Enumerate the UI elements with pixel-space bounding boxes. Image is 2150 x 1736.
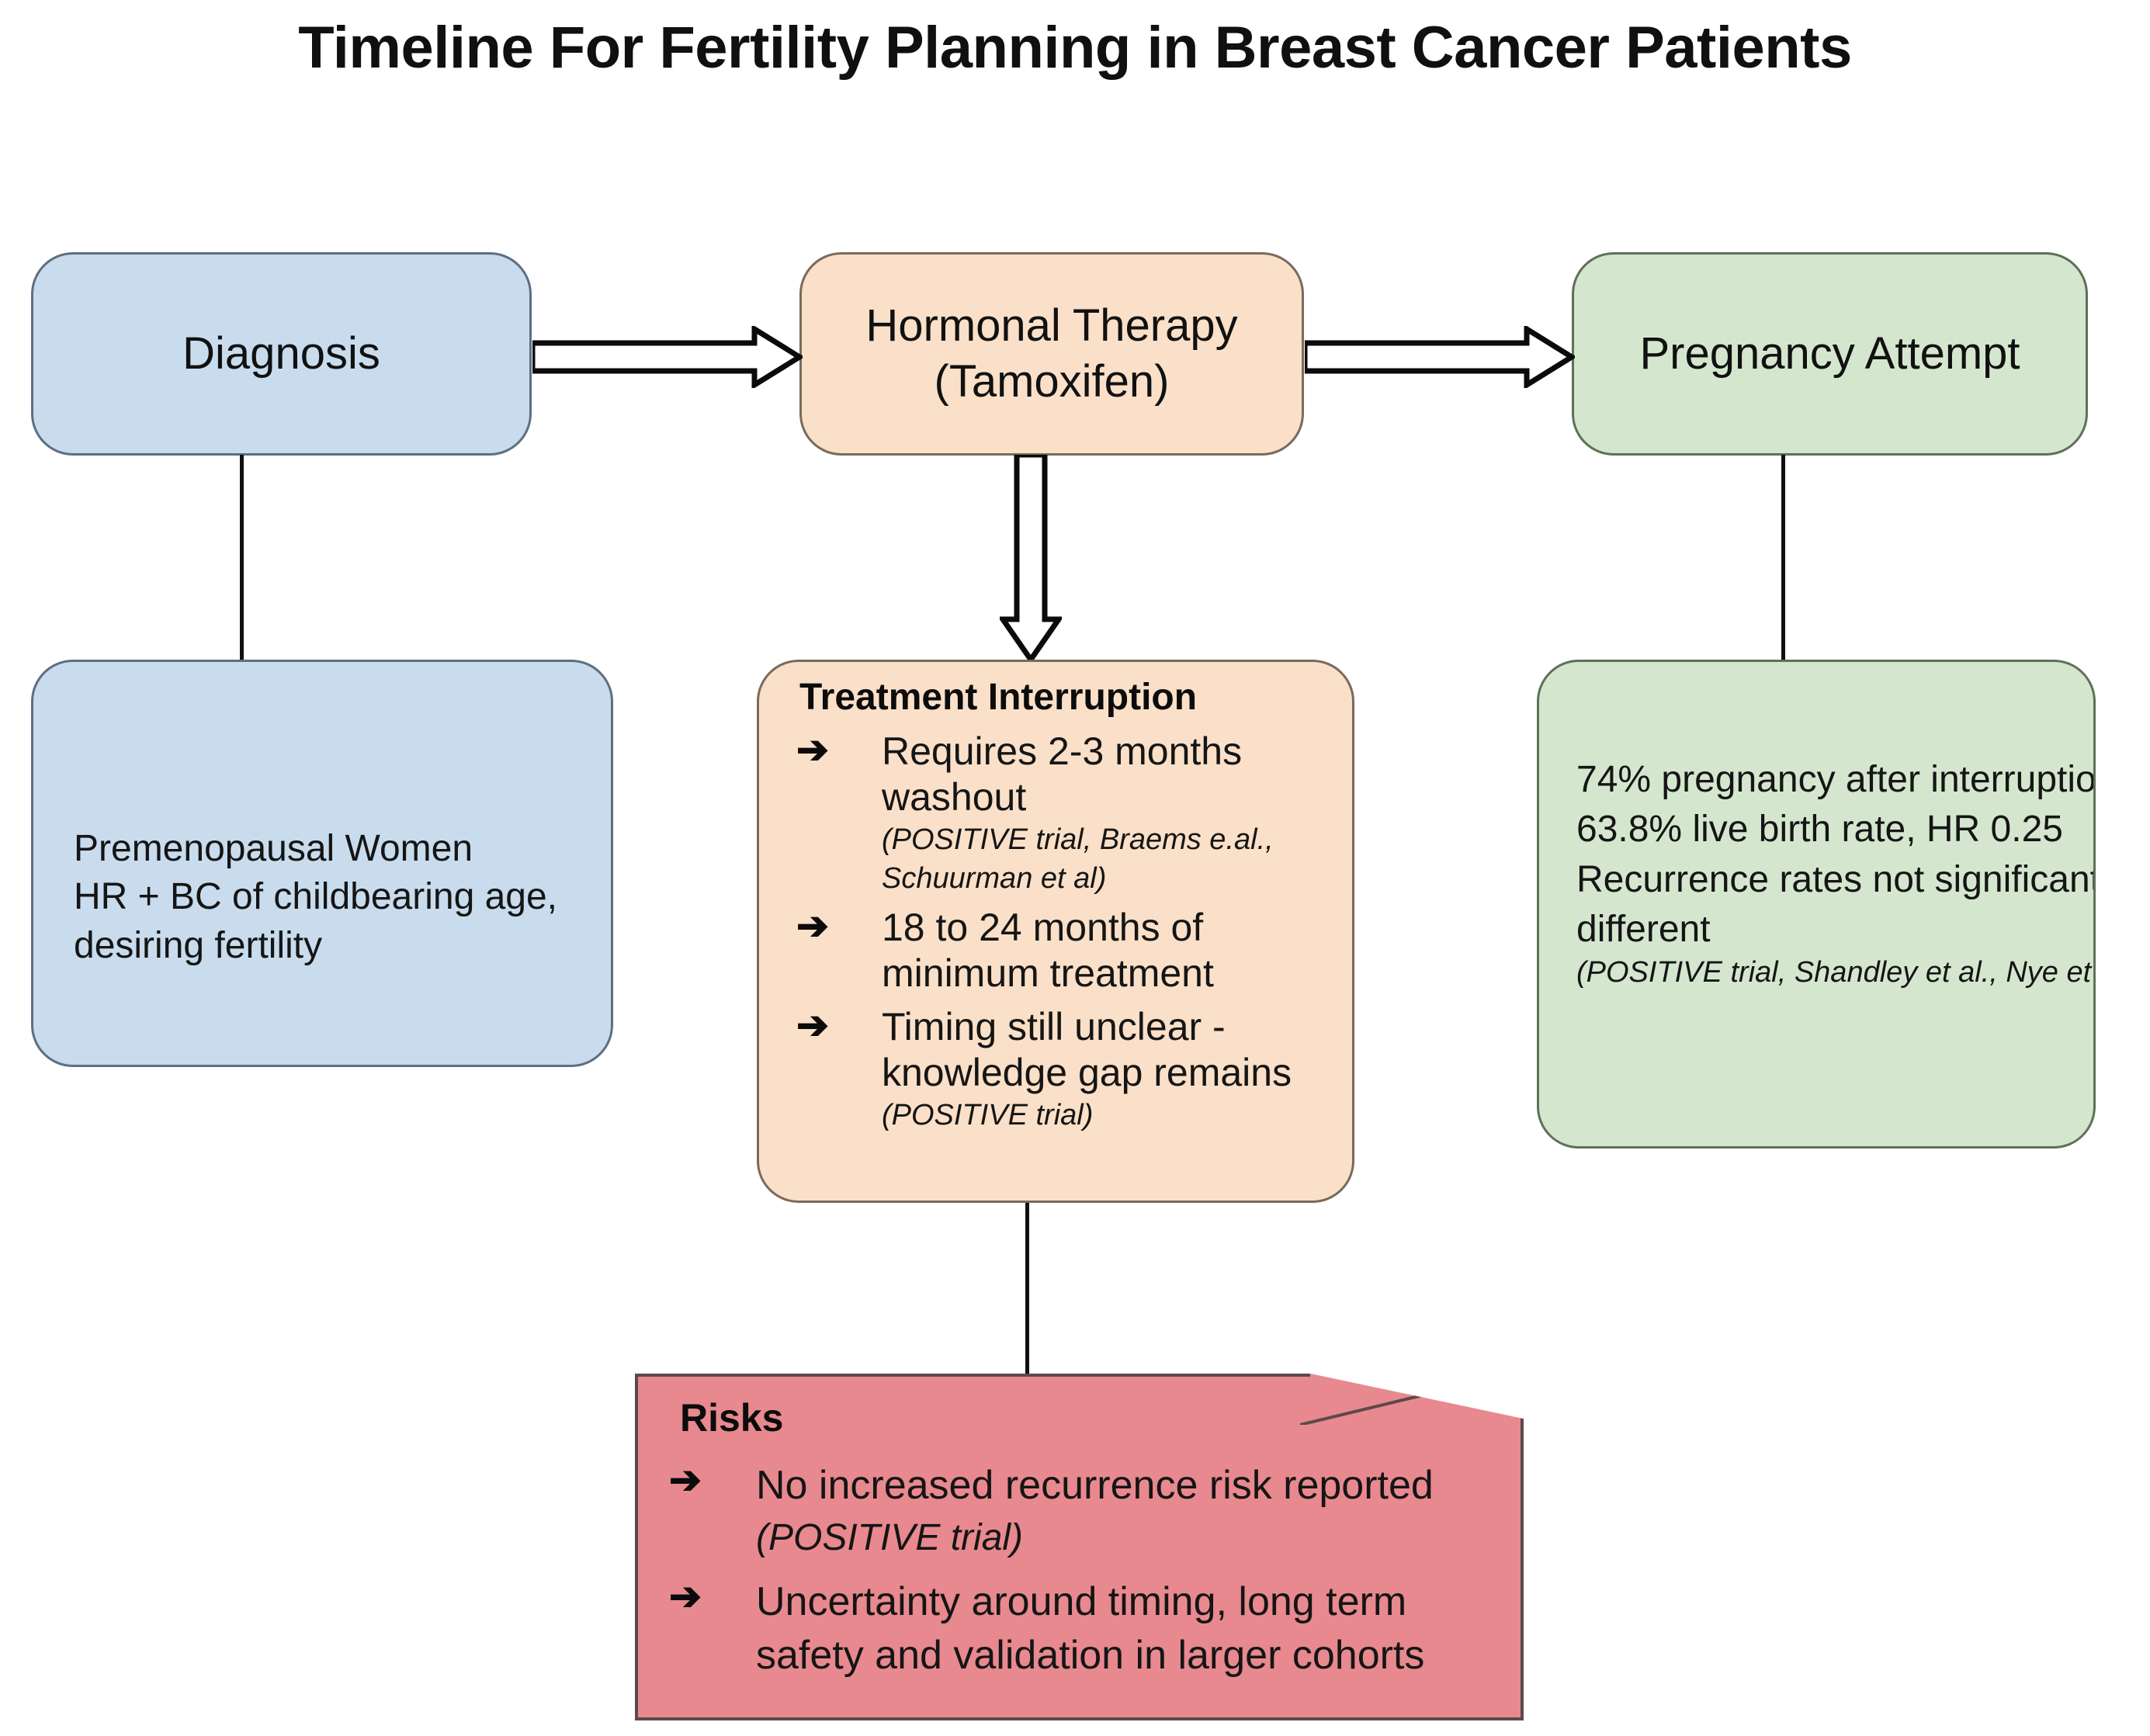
premenopausal-line-1: Premenopausal Women — [74, 828, 473, 869]
outcomes-line-1: 74% pregnancy after interruption — [1576, 759, 2096, 800]
node-pregnancy-attempt-label: Pregnancy Attempt — [1639, 328, 2020, 379]
treatment-interruption-heading: Treatment Interruption — [799, 677, 1198, 718]
outcomes-line-4: different — [1576, 908, 1711, 950]
list-item-text: 18 to 24 months of minimum treatment — [882, 905, 1338, 996]
ti-b3-line-2: knowledge gap remains — [882, 1051, 1292, 1094]
list-item: ➔ No increased recurrence risk reported … — [663, 1459, 1500, 1561]
node-pregnancy-attempt[interactable]: Pregnancy Attempt — [1572, 252, 2088, 456]
node-risks[interactable]: Risks ➔ No increased recurrence risk rep… — [635, 1374, 1524, 1720]
list-item: ➔ 18 to 24 months of minimum treatment — [790, 905, 1338, 996]
hormonal-label-line2: (Tamoxifen) — [934, 356, 1170, 407]
ti-b2-line-2: minimum treatment — [882, 951, 1214, 995]
ti-b1-citation-1: (POSITIVE trial, Braems e.al., — [882, 823, 1274, 856]
ti-b2-line-1: 18 to 24 months of — [882, 906, 1204, 949]
arrow-hormonal-to-interruption-icon — [1000, 455, 1062, 663]
hormonal-label-line1: Hormonal Therapy — [865, 300, 1238, 352]
list-item: ➔ Uncertainty around timing, long term s… — [663, 1575, 1500, 1683]
premenopausal-line-3: desiring fertility — [74, 924, 323, 966]
list-item: ➔ Requires 2-3 months washout (POSITIVE … — [790, 729, 1338, 897]
arrow-bullet-icon: ➔ — [796, 904, 829, 948]
treatment-interruption-bullets: ➔ Requires 2-3 months washout (POSITIVE … — [790, 729, 1338, 1142]
ti-b3-line-1: Timing still unclear - — [882, 1005, 1226, 1048]
premenopausal-line-2: HR + BC of childbearing age, — [74, 876, 558, 918]
outcomes-text: 74% pregnancy after interruption 63.8% l… — [1576, 755, 2096, 992]
arrow-bullet-icon: ➔ — [796, 728, 829, 771]
ti-b1-citation-2: Schuurman et al) — [882, 861, 1107, 895]
node-hormonal-therapy[interactable]: Hormonal Therapy (Tamoxifen) — [799, 252, 1304, 456]
ti-b1-line-2: washout — [882, 775, 1027, 819]
node-treatment-interruption[interactable]: Treatment Interruption ➔ Requires 2-3 mo… — [757, 660, 1354, 1203]
node-premenopausal-criteria[interactable]: Premenopausal Women HR + BC of childbear… — [31, 660, 613, 1067]
premenopausal-text: Premenopausal Women HR + BC of childbear… — [74, 825, 580, 970]
list-item-text: Timing still unclear - knowledge gap rem… — [882, 1004, 1338, 1135]
list-item-text: Uncertainty around timing, long term saf… — [756, 1575, 1500, 1683]
risks-bullets: ➔ No increased recurrence risk reported … — [663, 1459, 1500, 1697]
outcomes-line-3: Recurrence rates not significantly — [1576, 858, 2096, 900]
arrow-bullet-icon: ➔ — [796, 1003, 829, 1047]
connector-interruption-to-risks — [1025, 1201, 1029, 1377]
arrow-diagnosis-to-hormonal-icon — [532, 326, 803, 388]
outcomes-line-2: 63.8% live birth rate, HR 0.25 — [1576, 809, 2063, 851]
node-pregnancy-outcomes[interactable]: 74% pregnancy after interruption 63.8% l… — [1537, 660, 2096, 1149]
page-title: Timeline For Fertility Planning in Breas… — [298, 15, 1852, 81]
list-item: ➔ Timing still unclear - knowledge gap r… — [790, 1004, 1338, 1135]
risks-heading: Risks — [680, 1396, 784, 1440]
connector-pregnancy-to-outcomes — [1781, 455, 1785, 661]
ti-b3-citation-1: (POSITIVE trial) — [882, 1099, 1094, 1131]
outcomes-citation: (POSITIVE trial, Shandley et al., Nye et… — [1576, 956, 2096, 989]
risk-b1-citation-1: (POSITIVE trial) — [756, 1516, 1024, 1558]
arrow-bullet-icon: ➔ — [669, 1458, 702, 1502]
connector-diagnosis-to-premenopausal — [240, 455, 244, 661]
risks-border — [635, 1374, 1524, 1720]
risk-b2-line-1: Uncertainty around timing, long term — [756, 1578, 1407, 1624]
node-diagnosis-label: Diagnosis — [182, 328, 380, 379]
arrow-bullet-icon: ➔ — [669, 1574, 702, 1618]
risk-b1-line-1: No increased recurrence risk reported — [756, 1463, 1434, 1508]
node-hormonal-therapy-label: Hormonal Therapy (Tamoxifen) — [802, 298, 1302, 410]
arrow-hormonal-to-pregnancy-icon — [1305, 326, 1575, 388]
ti-b1-line-1: Requires 2-3 months — [882, 729, 1243, 773]
risk-b2-line-2: safety and validation in larger cohorts — [756, 1633, 1425, 1679]
risks-notch-corner — [1300, 1374, 1524, 1425]
node-diagnosis[interactable]: Diagnosis — [31, 252, 532, 456]
list-item-text: No increased recurrence risk reported (P… — [756, 1459, 1500, 1561]
list-item-text: Requires 2-3 months washout (POSITIVE tr… — [882, 729, 1338, 897]
